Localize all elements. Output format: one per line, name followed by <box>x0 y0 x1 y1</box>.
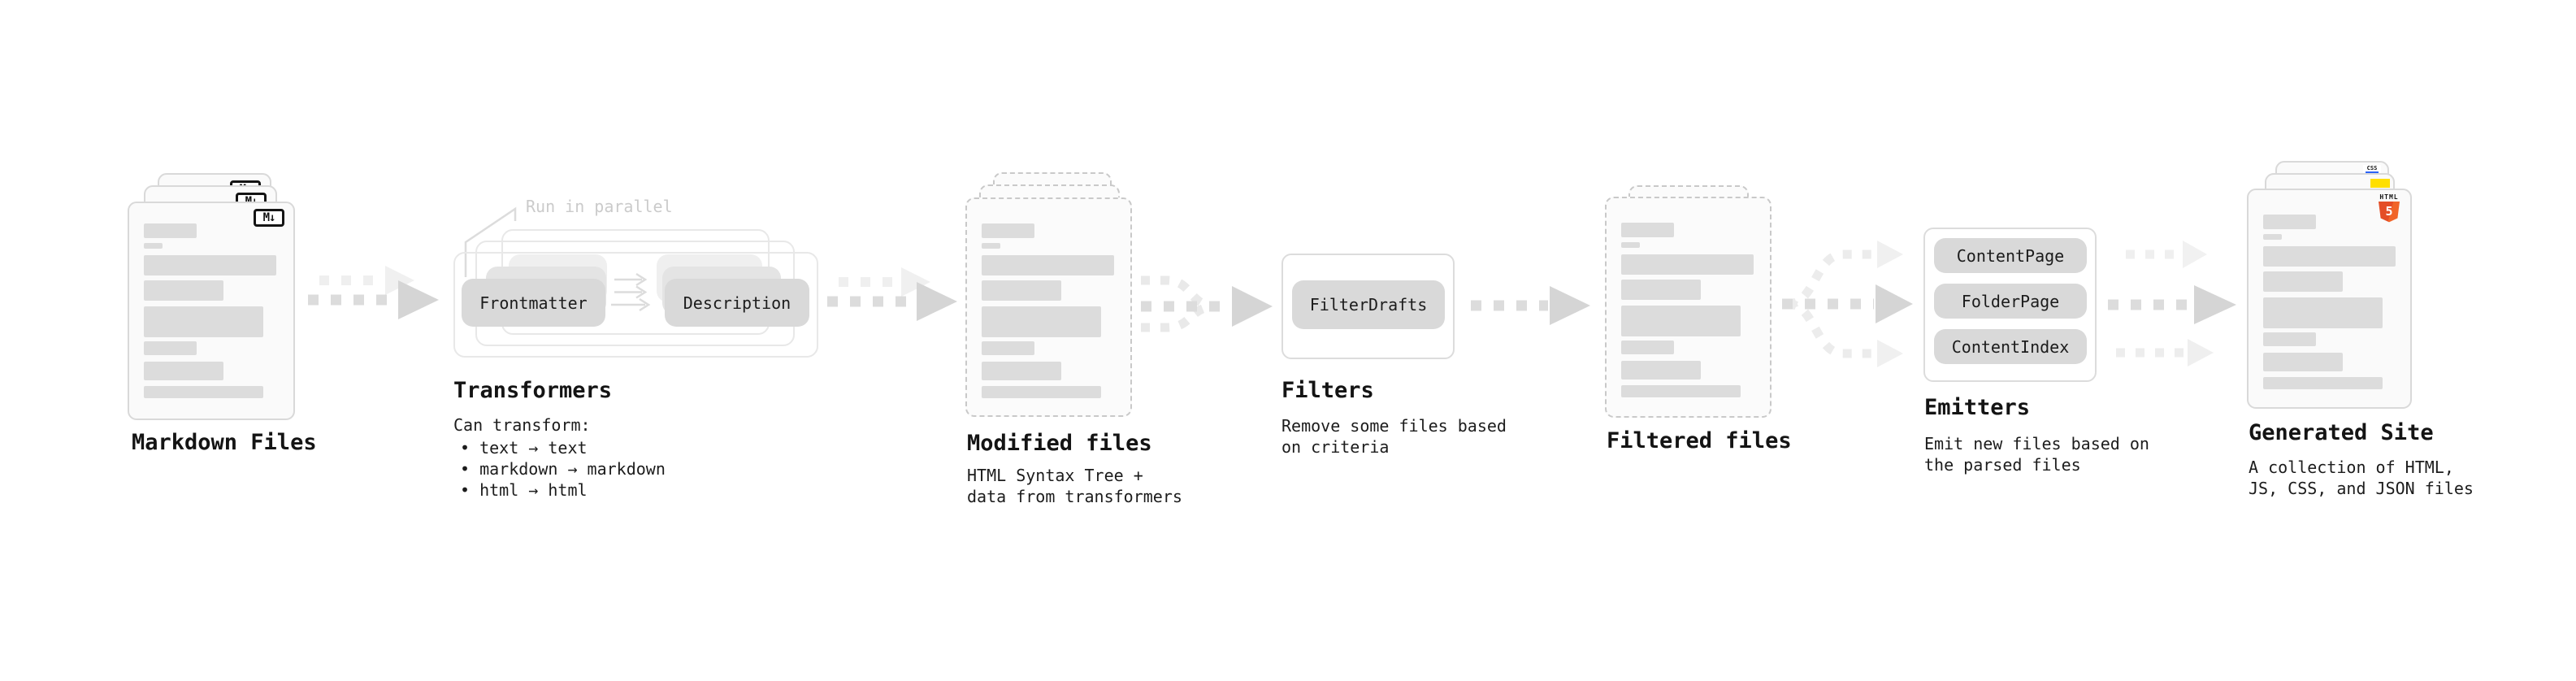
frontmatter-node: Frontmatter <box>462 279 605 327</box>
transformer-frame-front <box>453 252 818 358</box>
doc-line <box>1621 385 1741 397</box>
doc-line <box>982 386 1101 398</box>
doc-line <box>1621 280 1701 300</box>
doc-line <box>2263 234 2282 240</box>
parallel-step-arrows <box>611 272 651 312</box>
arrow-filtered-to-emitters-split <box>1782 241 1913 367</box>
doc-line <box>982 243 1000 249</box>
doc-line <box>144 306 263 337</box>
filtered-file-card-front <box>1605 197 1772 418</box>
doc-line <box>2263 353 2343 371</box>
modified-caption: HTML Syntax Tree + data from transformer… <box>967 466 1182 506</box>
doc-line <box>2263 215 2316 229</box>
doc-line <box>1621 223 1674 237</box>
doc-line <box>2263 297 2383 328</box>
doc-line <box>1621 242 1640 248</box>
doc-line <box>144 341 197 355</box>
parallel-note: Run in parallel <box>526 197 673 216</box>
doc-line <box>982 280 1061 301</box>
contentpage-node: ContentPage <box>1934 238 2087 273</box>
doc-line <box>1621 361 1701 380</box>
markdown-file-card-front: M↓ <box>128 202 295 420</box>
transformers-caption-heading: Can transform: <box>453 415 591 435</box>
markdown-icon: M↓ <box>254 209 284 227</box>
doc-line <box>982 362 1061 380</box>
doc-line <box>144 386 263 398</box>
doc-line <box>982 255 1114 275</box>
arrow-modified-to-filters-merge <box>1141 275 1273 332</box>
doc-line <box>144 280 223 301</box>
stage-title-emitters: Emitters <box>1924 395 2031 420</box>
filterdrafts-node: FilterDrafts <box>1292 280 1445 329</box>
arrows-emitters-to-generated <box>2108 241 2236 367</box>
emitters-caption: Emit new files based on the parsed files <box>1924 434 2149 475</box>
folderpage-node: FolderPage <box>1934 284 2087 319</box>
doc-line <box>1621 254 1754 275</box>
doc-line <box>982 223 1034 238</box>
generated-file-card-html: HTML 5 <box>2247 189 2412 409</box>
javascript-icon <box>2370 179 2390 188</box>
modified-file-card-front <box>965 197 1132 417</box>
doc-line <box>982 306 1101 337</box>
doc-line <box>144 362 223 380</box>
doc-line <box>2263 332 2316 346</box>
doc-line <box>2263 271 2343 292</box>
doc-line <box>1621 306 1741 336</box>
stage-title-transformers: Transformers <box>453 378 613 403</box>
filters-caption: Remove some files based on criteria <box>1281 416 1507 457</box>
transformers-caption-bullets: • text → text • markdown → markdown • ht… <box>460 438 666 500</box>
arrow-markdown-to-transformers <box>308 266 439 319</box>
contentindex-node: ContentIndex <box>1934 329 2087 364</box>
generated-caption: A collection of HTML, JS, CSS, and JSON … <box>2249 458 2474 498</box>
doc-line <box>2263 377 2383 389</box>
stage-title-markdown-files: Markdown Files <box>132 430 317 455</box>
doc-line <box>2263 246 2396 267</box>
doc-line <box>144 223 197 238</box>
arrow-filters-to-filtered <box>1471 286 1590 325</box>
stage-title-modified-files: Modified files <box>967 431 1152 456</box>
doc-line <box>144 243 163 249</box>
html5-icon: HTML 5 <box>2378 193 2400 223</box>
doc-line <box>144 255 276 275</box>
css-icon: CSS <box>2363 165 2381 175</box>
doc-line <box>982 341 1034 355</box>
stage-title-generated-site: Generated Site <box>2249 420 2434 445</box>
note-leader-line <box>464 206 517 277</box>
stage-title-filtered-files: Filtered files <box>1607 428 1792 453</box>
arrow-transformers-to-modified <box>827 267 957 321</box>
description-node: Description <box>665 279 809 327</box>
doc-line <box>1621 340 1674 354</box>
stage-title-filters: Filters <box>1281 378 1374 403</box>
